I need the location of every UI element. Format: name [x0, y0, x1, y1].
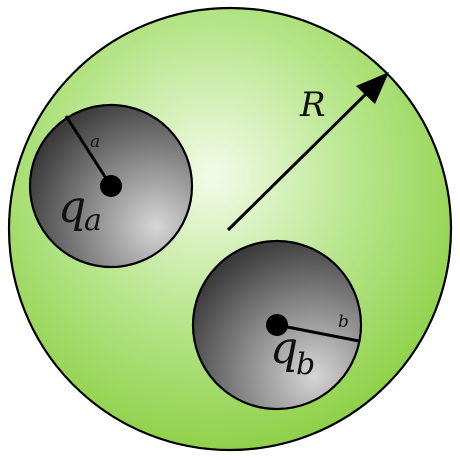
radius-label-R: R — [299, 85, 326, 125]
charge-b-subscript: b — [296, 347, 315, 382]
charge-a-subscript: a — [84, 203, 102, 238]
charge-b-dot — [266, 314, 288, 336]
charge-a-dot — [100, 175, 122, 197]
charge-b-symbol: q — [270, 323, 298, 374]
cavity-a-radius-label: a — [90, 132, 100, 152]
cavity-b-radius-line — [276, 323, 360, 343]
cavity-b-radius-label: b — [338, 312, 349, 332]
radius-arrow-line — [226, 90, 370, 232]
cavity-a-radius-line — [64, 115, 113, 187]
charge-a-symbol: q — [58, 182, 86, 233]
radius-arrow-head — [356, 72, 389, 104]
